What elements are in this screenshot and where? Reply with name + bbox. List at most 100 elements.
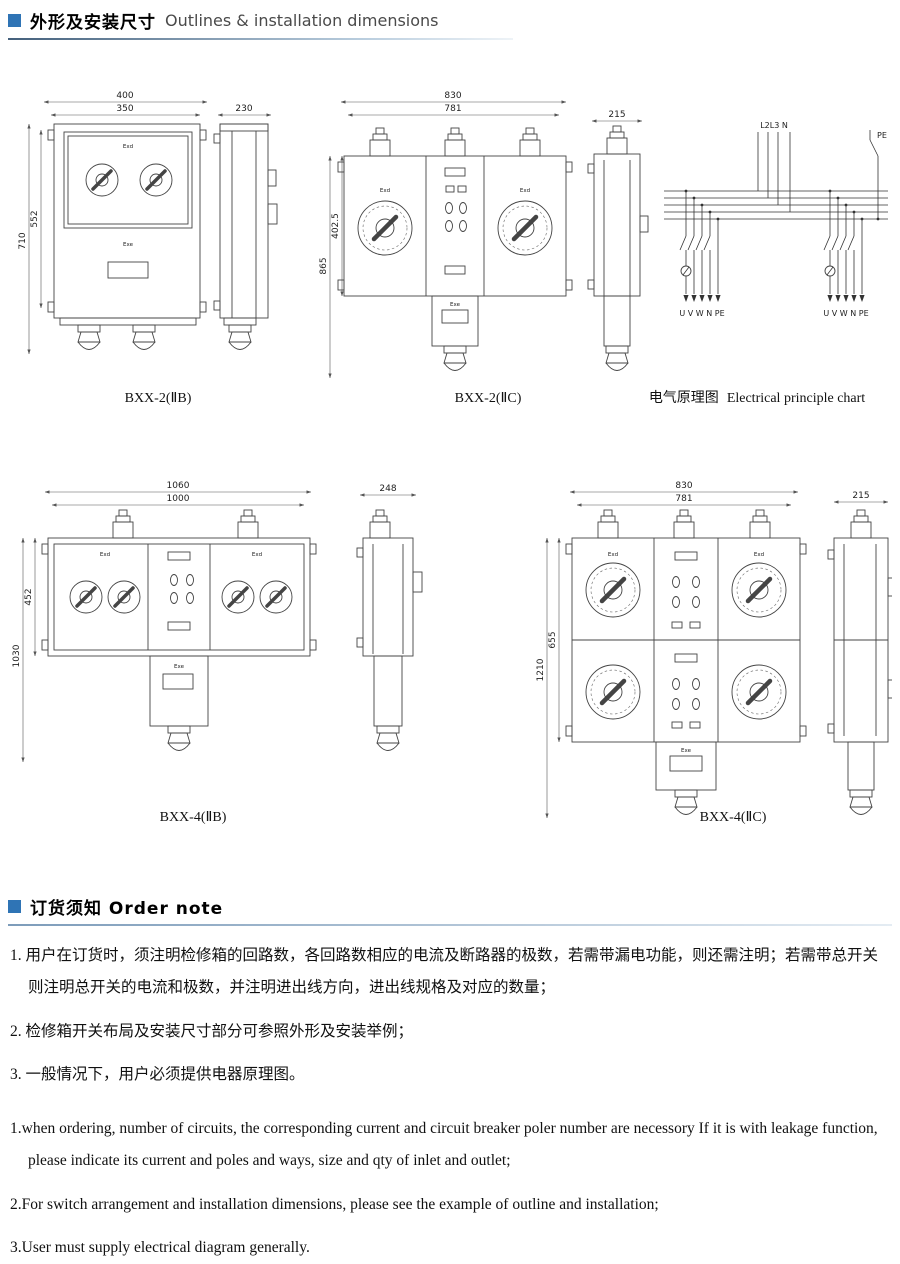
outgoing-circuit-right: U V W N PE: [823, 189, 880, 318]
dim-label: 655: [548, 631, 558, 648]
exd-label: Exd: [754, 552, 764, 558]
dim-label: 400: [116, 91, 133, 101]
dim-label: 230: [235, 104, 252, 114]
drawing-caption: BXX-2(ⅡC): [455, 391, 522, 406]
pe-label: PE: [877, 131, 887, 140]
exd-label: Exd: [100, 552, 110, 558]
dim-label: 1030: [12, 644, 22, 667]
top-cable-entry: [237, 509, 259, 539]
drawing-bxx4c-front: 830 781 655 1210 Exd Exd: [536, 481, 807, 825]
exd-label: Exd: [123, 144, 133, 150]
cable-gland: [77, 324, 101, 350]
cable-gland: [228, 324, 252, 350]
rotary-switch: [498, 201, 552, 255]
section-bullet-icon: [8, 14, 21, 27]
dim-label: 552: [30, 210, 40, 227]
drawing-caption: BXX-2(ⅡB): [125, 391, 192, 406]
drawing-caption: BXX-4(ⅡC): [700, 810, 767, 825]
section-title-zh: 外形及安装尺寸: [30, 13, 156, 33]
dim-label: 1210: [536, 658, 546, 681]
dim-label: 452: [24, 588, 34, 605]
exd-label: Exd: [520, 188, 530, 194]
rotary-switch: [84, 162, 120, 198]
top-cable-entry: [673, 509, 695, 539]
technical-drawings: 400 350 710 552 Exd Exe BXX-2(ⅡB): [12, 91, 898, 825]
rotary-switch: [220, 579, 256, 615]
phase-label: L2L3 N: [760, 121, 788, 130]
exe-label: Exe: [123, 242, 134, 248]
rotary-switch: [358, 201, 412, 255]
order-note-zh-2: 2. 检修箱开关布局及安装尺寸部分可参照外形及安装举例；: [10, 1022, 414, 1040]
drawing-bxx4b-front: 1060 1000 452 1030 Exd Exd: [12, 481, 317, 825]
top-cable-entry: [597, 509, 619, 539]
top-cable-entry: [369, 127, 391, 157]
dim-label: 781: [444, 104, 461, 114]
order-notes: 1. 用户在订货时，须注明检修箱的回路数，各回路数相应的电流及断路器的极数，若需…: [8, 926, 892, 1264]
exd-label: Exd: [252, 552, 262, 558]
cable-gland: [132, 324, 156, 350]
dim-label: 865: [319, 257, 329, 274]
dim-label: 781: [675, 494, 692, 504]
order-note-en-1: 1.when ordering, number of circuits, the…: [10, 1120, 878, 1169]
drawing-bxx4b-side: 248: [356, 484, 423, 751]
dim-label: 1060: [167, 481, 190, 491]
output-terminals-label: U V W N PE: [679, 309, 724, 318]
dim-label: 402.5: [331, 213, 341, 239]
drawing-electrical-principle: L2L3 N PE: [649, 121, 888, 406]
order-note-en-3: 3.User must supply electrical diagram ge…: [10, 1239, 310, 1257]
drawing-caption: BXX-4(ⅡB): [160, 810, 227, 825]
top-cable-entry: [606, 125, 628, 155]
section-header-order-note: 订货须知 Order note: [8, 892, 892, 924]
dim-label: 215: [608, 110, 625, 120]
top-cable-entry: [112, 509, 134, 539]
section-title-en: Outlines & installation dimensions: [165, 11, 439, 30]
drawing-bxx2b-front: 400 350 710 552 Exd Exe BXX-2(ⅡB): [18, 91, 208, 406]
dim-label: 830: [675, 481, 692, 491]
top-cable-entry: [850, 509, 872, 539]
cable-gland: [443, 345, 467, 371]
exd-label: Exd: [608, 552, 618, 558]
rotary-switch: [138, 162, 174, 198]
section-header-outlines: 外形及安装尺寸 Outlines & installation dimensio…: [8, 6, 892, 38]
order-note-zh-1: 1. 用户在订货时，须注明检修箱的回路数，各回路数相应的电流及断路器的极数，若需…: [10, 947, 879, 996]
top-cable-entry: [519, 127, 541, 157]
top-cable-entry: [369, 509, 391, 539]
dim-label: 710: [18, 232, 28, 249]
rotary-switch: [68, 579, 104, 615]
rotary-switch: [586, 563, 640, 617]
cable-gland: [167, 725, 191, 751]
cable-gland: [674, 789, 698, 815]
dim-label: 350: [116, 104, 133, 114]
drawing-bxx4c-side: 215: [827, 491, 898, 815]
exe-label: Exe: [174, 664, 185, 670]
outgoing-circuit-left: U V W N PE: [679, 189, 725, 318]
cable-gland: [605, 345, 629, 371]
section-divider: [8, 924, 892, 926]
output-terminals-label: U V W N PE: [823, 309, 868, 318]
cable-gland: [849, 789, 873, 815]
section-bullet-icon: [8, 900, 21, 913]
dim-label: 215: [852, 491, 869, 501]
order-note-en-2: 2.For switch arrangement and installatio…: [10, 1195, 659, 1213]
rotary-switch: [258, 579, 294, 615]
exd-label: Exd: [380, 188, 390, 194]
drawing-bxx2c-side: 215: [587, 110, 649, 371]
drawings-area: 400 350 710 552 Exd Exe BXX-2(ⅡB): [8, 66, 898, 854]
drawing-bxx2b-side: 230: [213, 104, 278, 350]
rotary-switch: [732, 563, 786, 617]
dim-label: 248: [379, 484, 396, 494]
dim-label: 830: [444, 91, 461, 101]
order-notes-english: 1.when ordering, number of circuits, the…: [10, 1113, 888, 1264]
section-divider: [8, 38, 513, 40]
exe-label: Exe: [450, 302, 461, 308]
rotary-switch: [586, 665, 640, 719]
drawing-bxx2c-front: 830 781 865 402.5 Exd Exd: [319, 91, 573, 406]
order-note-title: 订货须知 Order note: [30, 899, 224, 919]
top-cable-entry: [444, 127, 466, 157]
cable-gland: [376, 725, 400, 751]
top-cable-entry: [749, 509, 771, 539]
order-note-zh-3: 3. 一般情况下，用户必须提供电器原理图。: [10, 1066, 305, 1084]
dim-label: 1000: [167, 494, 190, 504]
